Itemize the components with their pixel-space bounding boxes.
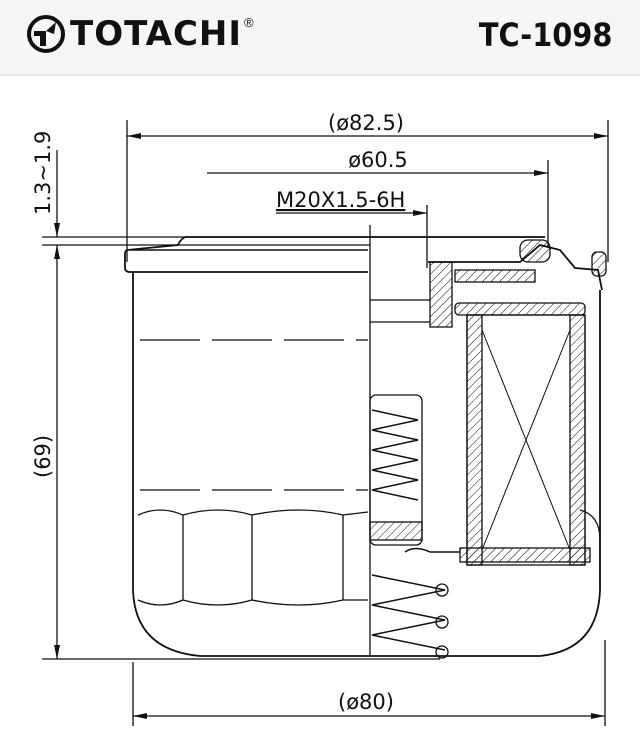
thread-label: M20X1.5-6H [276, 188, 405, 212]
header: TOTACHI ® TC-1098 [0, 0, 640, 76]
totachi-emblem-icon [27, 15, 65, 53]
part-number: TC-1098 [478, 16, 612, 54]
gasket-section [428, 244, 603, 291]
lower-spring [371, 574, 446, 651]
registered-mark: ® [244, 14, 254, 30]
outer-diameter-label: (ø82.5) [328, 111, 404, 135]
height-label: (69) [31, 435, 55, 478]
bypass-valve [369, 394, 423, 546]
brand-name: TOTACHI [70, 14, 243, 54]
body-diameter-label: (ø80) [338, 690, 394, 714]
brand-logo: TOTACHI ® [26, 14, 254, 54]
filter-housing [132, 272, 601, 657]
valve-spring [371, 409, 419, 501]
base-plate [124, 236, 368, 273]
gasket-thickness-label: 1.3~1.9 [31, 131, 55, 215]
gasket-diameter-label: ø60.5 [348, 148, 408, 172]
